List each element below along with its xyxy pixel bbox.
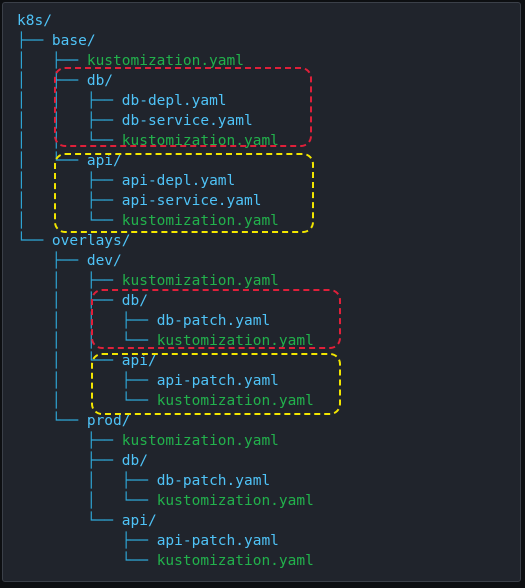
file-label: api-depl.yaml (121, 173, 236, 189)
tree-node-prod: └── prod/ (17, 413, 131, 429)
dir-label: db/ (86, 73, 114, 89)
file-label: kustomization.yaml (156, 553, 314, 569)
file-label: db-service.yaml (121, 113, 253, 129)
file-label: kustomization.yaml (121, 433, 279, 449)
highlight-dev-api (91, 353, 341, 415)
dir-label: overlays/ (51, 233, 131, 249)
tree-node-dev-kustomization: │ ├── kustomization.yaml (17, 273, 279, 289)
tree-node-prod-api-kustomization: └── kustomization.yaml (17, 553, 314, 569)
tree-node-base-api-depl: │ ├── api-depl.yaml (17, 173, 236, 189)
tree-node-base-db-service: │ │ ├── db-service.yaml (17, 113, 253, 129)
tree-node-prod-api: └── api/ (17, 513, 157, 529)
tree-root: k8s/ (17, 11, 52, 31)
file-label: api-service.yaml (121, 193, 262, 209)
tree-node-base-api-kustomization: │ └── kustomization.yaml (17, 213, 279, 229)
dir-label: api/ (121, 513, 157, 529)
directory-tree: k8s/ ├── base/ │ ├── kustomization.yaml … (3, 3, 520, 581)
tree-node-base-db-depl: │ │ ├── db-depl.yaml (17, 93, 227, 109)
tree-node-overlays: └── overlays/ (17, 233, 131, 249)
dir-label: db/ (121, 293, 148, 309)
tree-node-prod-db: ├── db/ (17, 453, 148, 469)
file-label: db-patch.yaml (156, 313, 271, 329)
dir-label: api/ (121, 353, 157, 369)
file-label: db-depl.yaml (121, 93, 227, 109)
tree-node-prod-db-patch: │ ├── db-patch.yaml (17, 473, 271, 489)
file-label: kustomization.yaml (156, 393, 314, 409)
terminal-window: k8s/ ├── base/ │ ├── kustomization.yaml … (2, 2, 521, 582)
highlight-base-api (54, 153, 314, 233)
dir-label: api/ (86, 153, 122, 169)
tree-node-dev-api-patch: │ ├── api-patch.yaml (17, 373, 279, 389)
file-label: api-patch.yaml (156, 373, 279, 389)
dir-label: dev/ (86, 253, 122, 269)
tree-node-prod-db-kustomization: │ └── kustomization.yaml (17, 493, 314, 509)
tree-node-base-api-service: │ ├── api-service.yaml (17, 193, 262, 209)
tree-node-base-kustomization: │ ├── kustomization.yaml (17, 53, 244, 69)
dir-label: base/ (51, 33, 96, 49)
file-label: kustomization.yaml (86, 53, 244, 69)
dir-label: k8s/ (17, 13, 52, 29)
tree-node-base: ├── base/ (17, 33, 96, 49)
dir-label: prod/ (86, 413, 131, 429)
file-label: kustomization.yaml (121, 213, 279, 229)
tree-node-dev: ├── dev/ (17, 253, 122, 269)
tree-node-dev-api-kustomization: │ └── kustomization.yaml (17, 393, 314, 409)
highlight-base-db (54, 67, 312, 147)
file-label: api-patch.yaml (156, 533, 279, 549)
file-label: db-patch.yaml (156, 473, 271, 489)
dir-label: db/ (121, 453, 148, 469)
file-label: kustomization.yaml (156, 333, 314, 349)
highlight-dev-db (91, 289, 341, 349)
tree-node-prod-api-patch: ├── api-patch.yaml (17, 533, 279, 549)
file-label: kustomization.yaml (156, 493, 314, 509)
file-label: kustomization.yaml (121, 273, 279, 289)
tree-node-prod-kustomization: ├── kustomization.yaml (17, 433, 279, 449)
